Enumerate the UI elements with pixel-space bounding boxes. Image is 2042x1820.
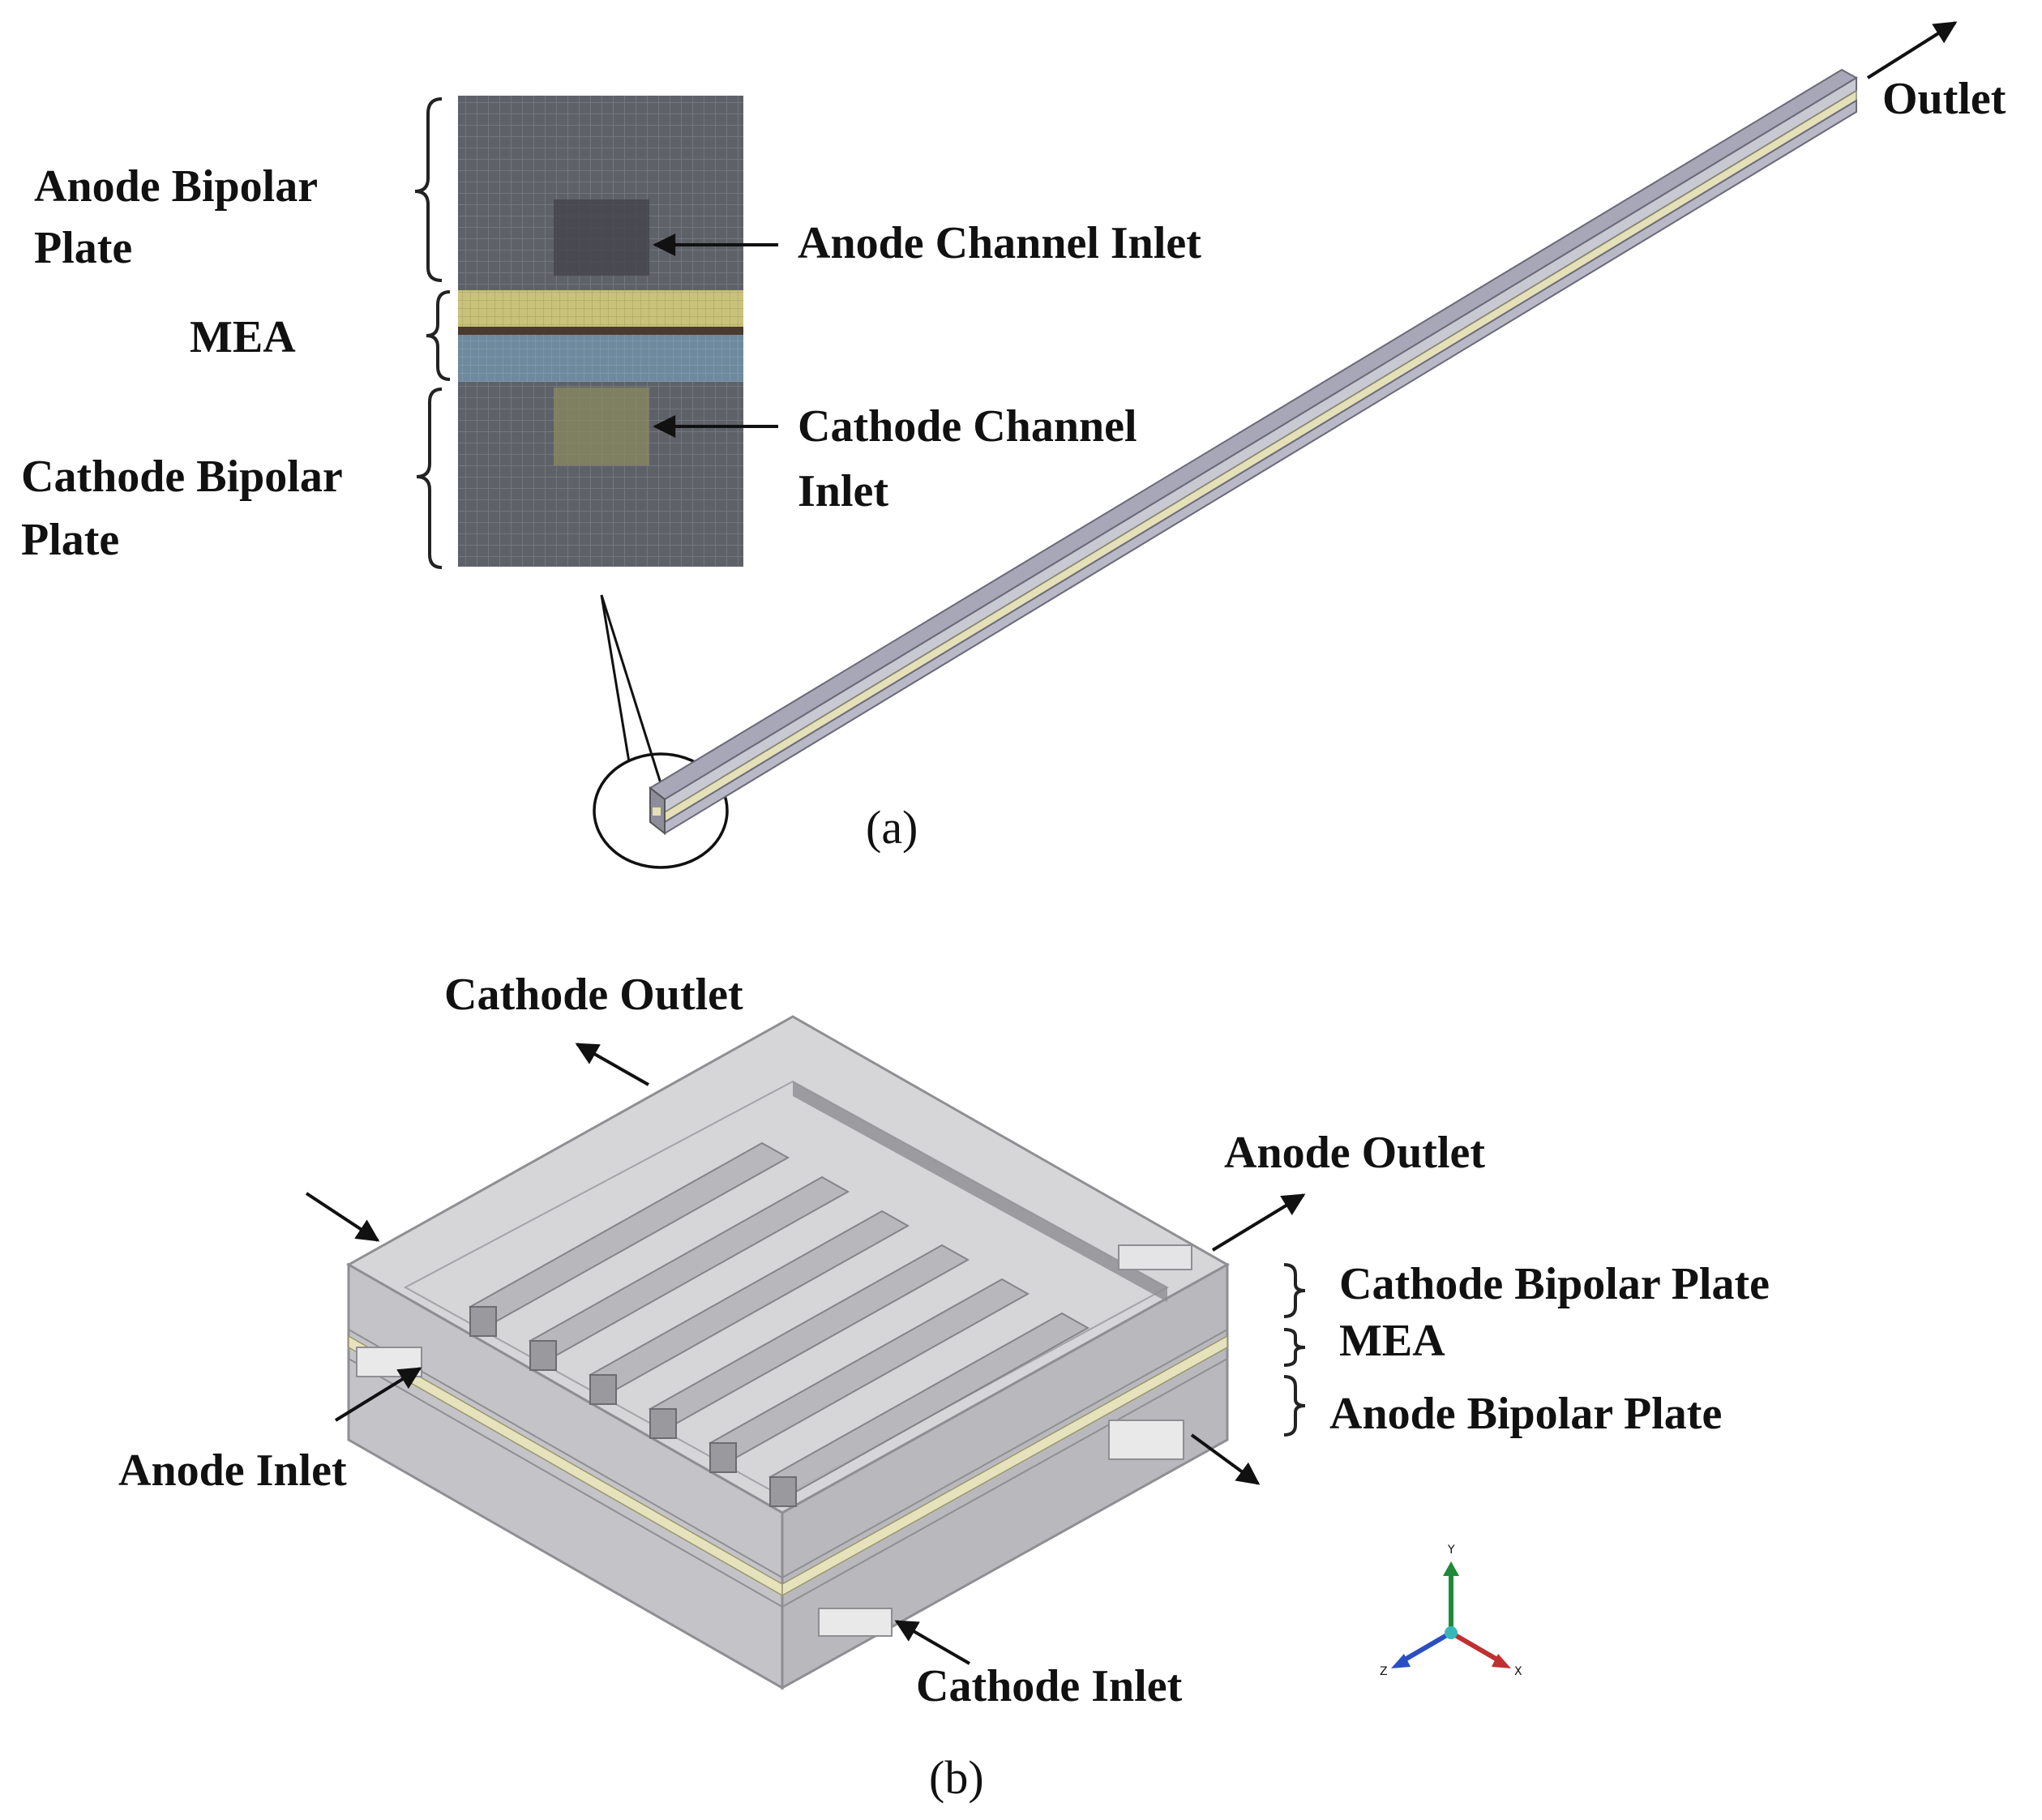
channel-ends (469, 1306, 797, 1507)
label-cathode-channel-inlet-2: Inlet (798, 466, 888, 516)
mesh-cross-section (458, 96, 743, 567)
arrow-anode-outlet (1211, 1193, 1306, 1252)
brace-cathode-bipolar (416, 388, 443, 569)
cathode-inlet-port (818, 1608, 893, 1637)
braces-b (1283, 1263, 1306, 1437)
label-mea-b: MEA (1339, 1316, 1445, 1366)
fuel-cell-3d (345, 1015, 1231, 1690)
brace-anode-bipolar (414, 97, 443, 282)
callout-line-1 (600, 594, 666, 797)
callout-circle (593, 752, 729, 869)
axis-z-label: Z (1380, 1665, 1388, 1678)
label-cathode-bipolar-plate-b: Cathode Bipolar Plate (1339, 1259, 1770, 1309)
label-cathode-inlet: Cathode Inlet (916, 1661, 1183, 1711)
anode-outlet-port (1108, 1420, 1184, 1460)
caption-b: (b) (929, 1751, 984, 1804)
arrow-cathode-inlet (894, 1620, 971, 1665)
flow-channels (468, 1141, 1090, 1493)
label-anode-bipolar-plate-2: Plate (34, 223, 132, 273)
label-anode-inlet: Anode Inlet (118, 1445, 347, 1496)
label-cathode-bipolar-plate-2: Plate (21, 515, 119, 565)
label-mea-a: MEA (190, 312, 296, 362)
label-cathode-channel-inlet-1: Cathode Channel (798, 401, 1137, 452)
axis-triad: Y Z X (1380, 1544, 1522, 1678)
axis-y-label: Y (1447, 1544, 1455, 1557)
callout-line-2 (600, 594, 631, 763)
panel-a: Anode Bipolar Plate MEA Cathode Bipolar … (21, 21, 2006, 869)
label-anode-channel-inlet: Anode Channel Inlet (798, 218, 1201, 268)
arrow-cathode-outlet (575, 1043, 649, 1086)
cathode-outlet-port (1118, 1244, 1192, 1270)
anode-channel-region (554, 199, 649, 276)
panel-b: Cathode Outlet Anode Outlet Cathode Bipo… (118, 970, 1770, 1804)
arrow-right-lower (1190, 1433, 1261, 1485)
single-channel-model (649, 68, 1858, 836)
cathode-channel-region (554, 388, 649, 465)
label-anode-bipolar-plate-b: Anode Bipolar Plate (1329, 1389, 1722, 1439)
arrow-anode-inlet (334, 1367, 422, 1422)
label-outlet: Outlet (1882, 74, 2006, 124)
label-cathode-bipolar-plate-1: Cathode Bipolar (21, 452, 343, 502)
brace-mea (426, 290, 451, 381)
arrow-outlet (1866, 21, 1958, 79)
caption-a: (a) (866, 801, 918, 854)
label-anode-outlet: Anode Outlet (1224, 1128, 1485, 1178)
axis-x-label: X (1514, 1665, 1522, 1678)
label-cathode-outlet: Cathode Outlet (444, 970, 743, 1020)
arrow-top-left (305, 1192, 380, 1242)
label-anode-bipolar-plate-1: Anode Bipolar (34, 161, 318, 212)
